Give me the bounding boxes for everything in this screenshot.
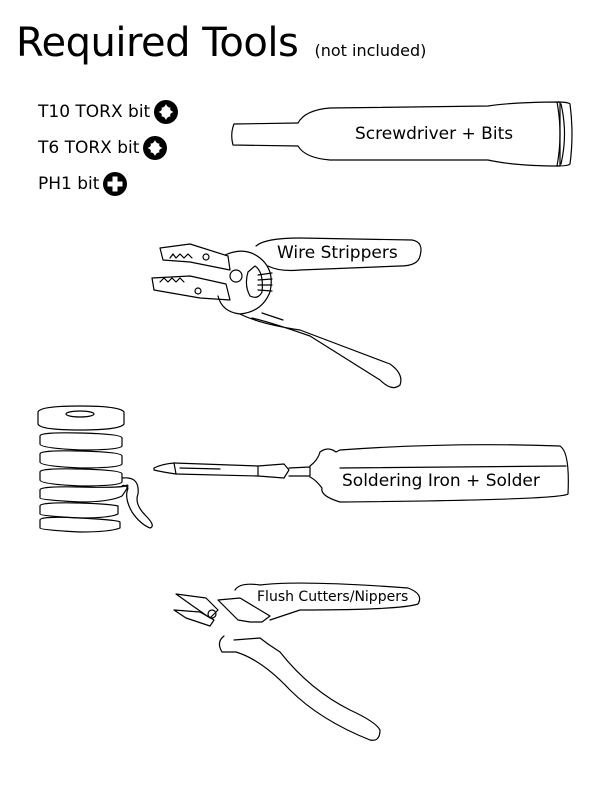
flush-cutters-illustration [173,582,421,741]
title-text: Required Tools [16,20,299,66]
torx-icon [154,100,179,124]
wire-strippers-label: Wire Strippers [277,243,398,263]
bit-item-t10: T10 TORX bit [38,100,179,124]
flush-cutters-label: Flush Cutters/Nippers [257,589,409,605]
phillips-icon [103,172,128,196]
soldering-iron-illustration [153,444,569,503]
screwdriver-label: Screwdriver + Bits [355,124,514,144]
bit-item-t6: T6 TORX bit [38,136,168,160]
bit-label: PH1 bit [38,174,100,194]
wire-strippers-illustration [151,237,422,389]
soldering-label: Soldering Iron + Solder [342,471,540,491]
solder-spool-illustration [37,405,153,533]
page-title: Required Tools (not included) [16,18,426,76]
screwdriver-illustration [231,101,573,167]
title-subtitle: (not included) [314,41,427,60]
bit-label: T10 TORX bit [38,102,151,122]
torx-icon [143,136,168,160]
bit-item-ph1: PH1 bit [38,172,128,196]
bit-label: T6 TORX bit [38,138,140,158]
